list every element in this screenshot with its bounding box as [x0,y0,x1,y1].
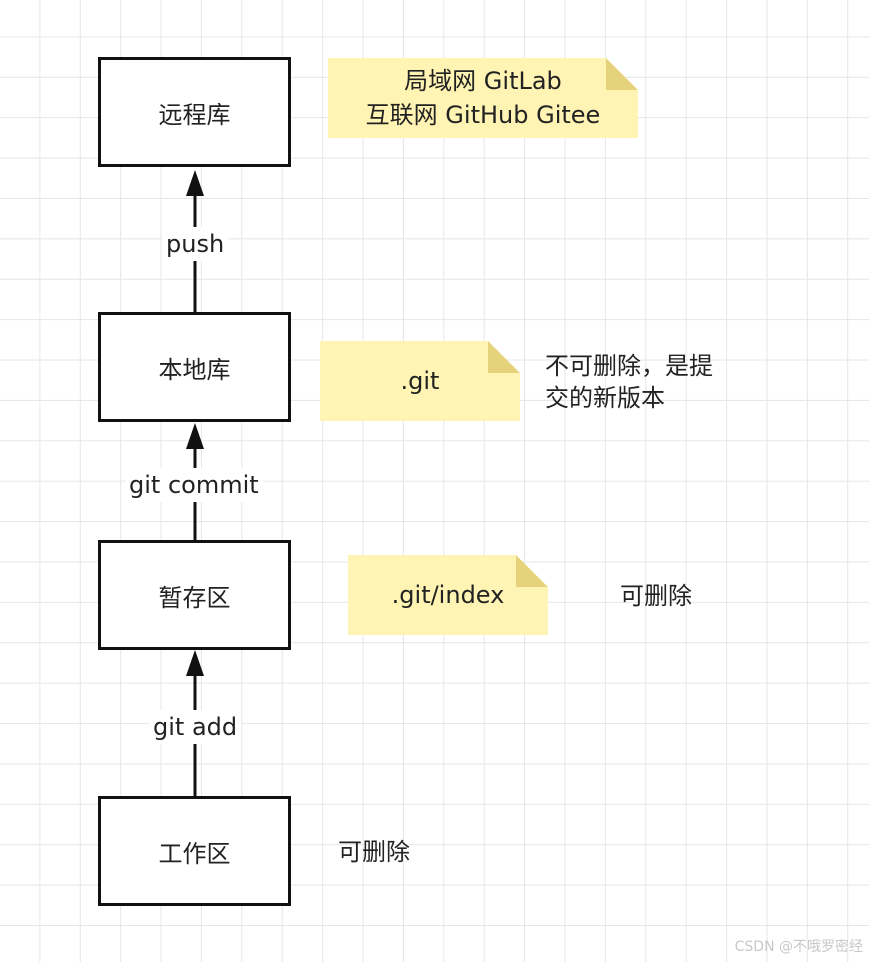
arrow-add-head [186,650,204,676]
staging-area-label: 暂存区 [158,583,231,612]
remote-repo-box: 远程库 [98,57,291,167]
staging-area-box: 暂存区 [98,540,291,650]
local-side-text: 不可删除，是提 交的新版本 [545,352,713,412]
remote-note: 局域网 GitLab 互联网 GitHub Gitee [328,58,638,138]
staging-note-text: .git/index [391,581,505,609]
workspace-box: 工作区 [98,796,291,906]
arrow-commit-head [186,423,204,449]
staging-side-text: 可删除 [620,582,692,610]
workspace-label: 工作区 [158,839,231,868]
remote-note-text: 局域网 GitLab 互联网 GitHub Gitee [365,67,601,129]
local-repo-box: 本地库 [98,312,291,422]
remote-repo-label: 远程库 [158,100,231,129]
commit-arrow-label: git commit [125,468,263,502]
local-repo-label: 本地库 [158,355,231,384]
watermark: CSDN @不哦罗密经 [734,939,863,955]
local-note: .git [320,341,520,421]
local-note-text: .git [400,367,440,395]
arrow-push-head [186,170,204,196]
add-arrow-label: git add [149,710,242,744]
push-arrow-label: push [162,227,229,261]
staging-note: .git/index [348,555,548,635]
workspace-side-text: 可删除 [338,838,410,866]
